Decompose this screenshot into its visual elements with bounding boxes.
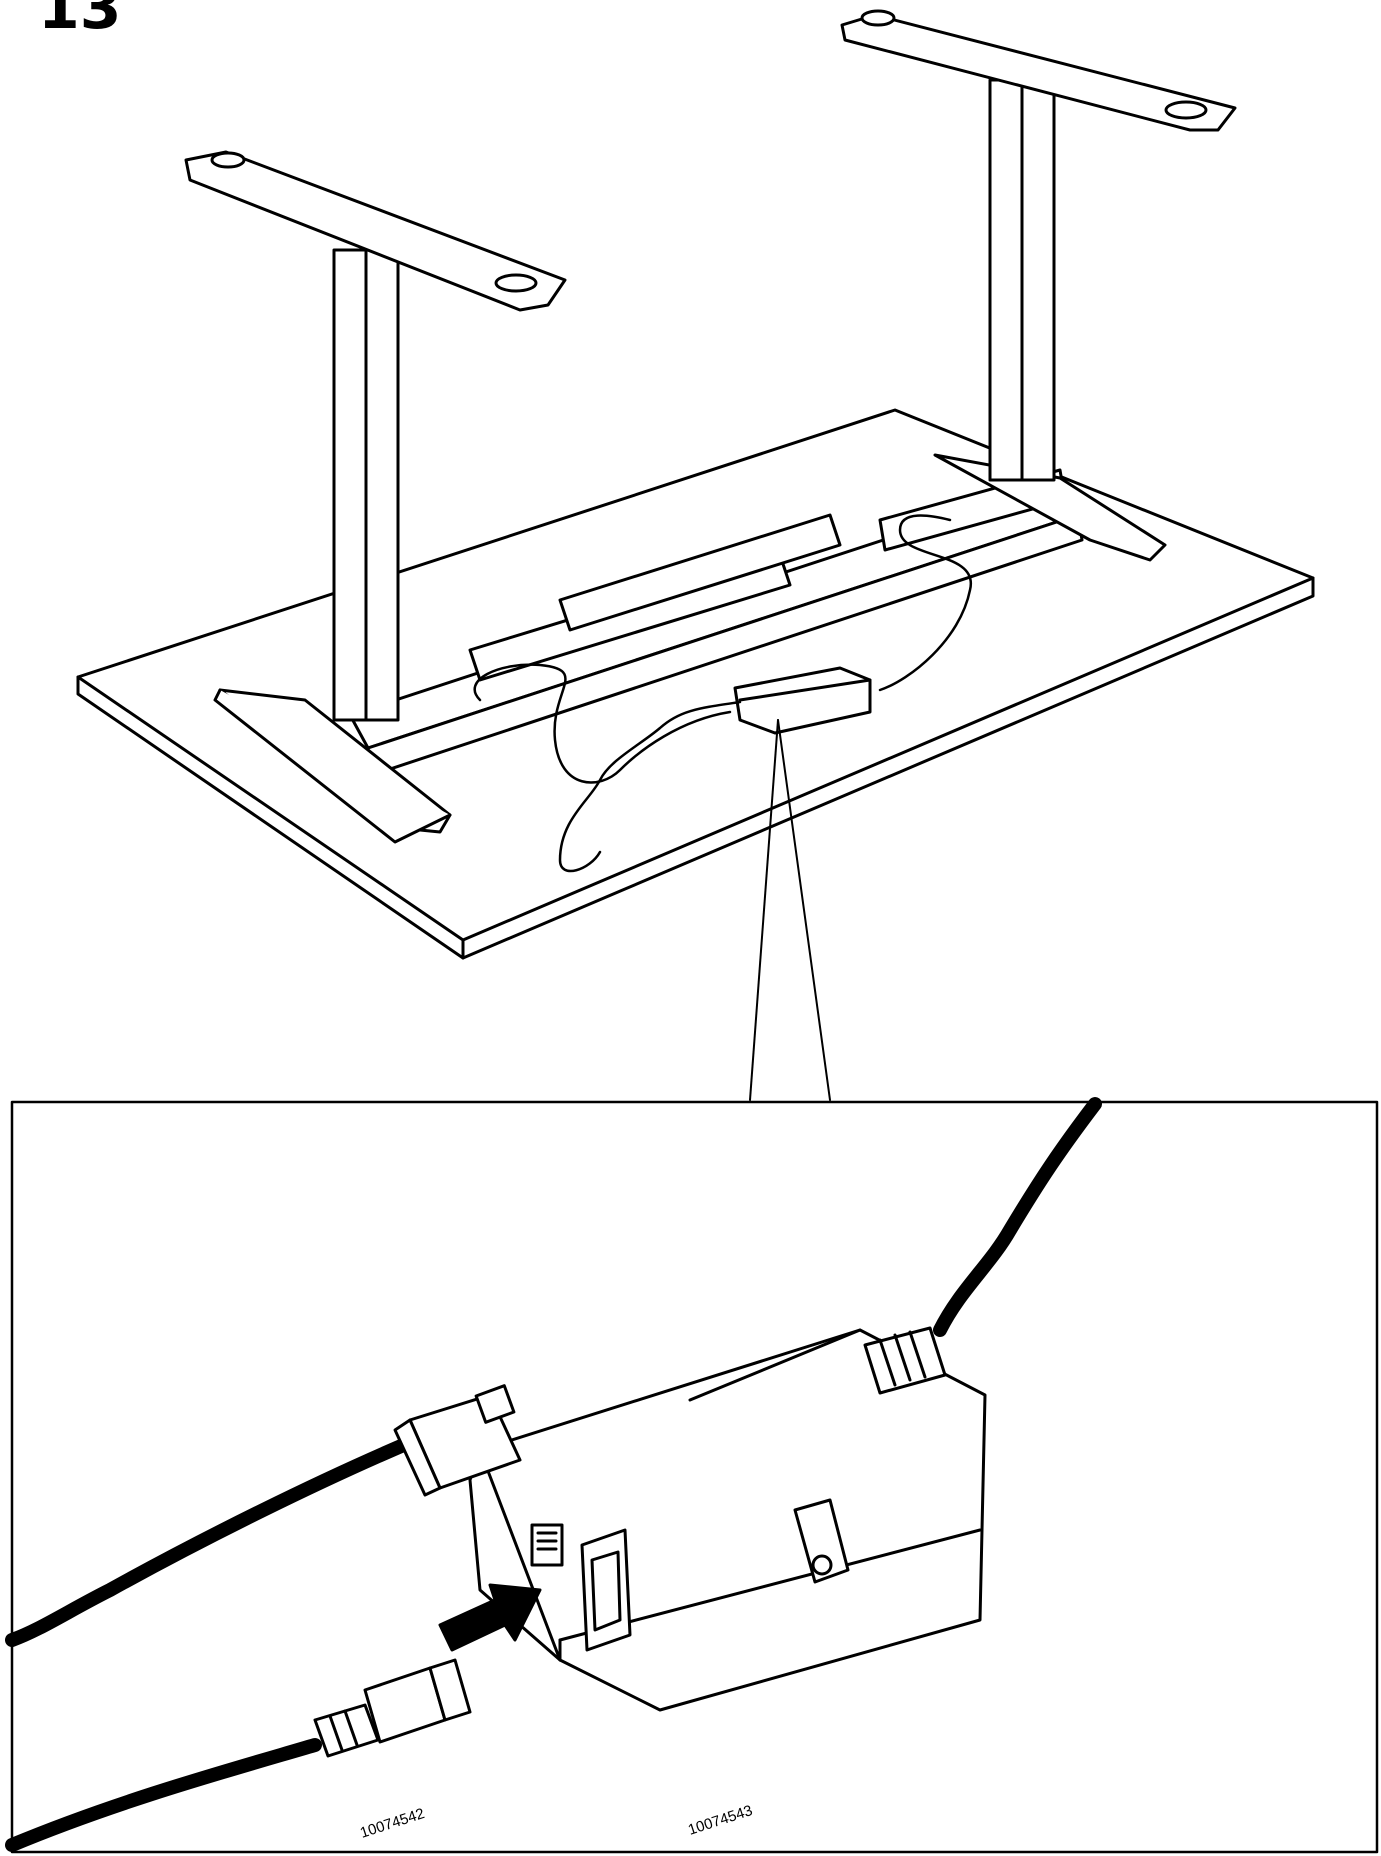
callout-lines bbox=[749, 719, 831, 1101]
step-number: 13 bbox=[38, 0, 122, 43]
power-plug bbox=[863, 1326, 947, 1395]
frame-crossbar bbox=[348, 468, 1084, 777]
power-cord bbox=[933, 1097, 1102, 1337]
right-leg bbox=[840, 9, 1237, 482]
plugged-connector bbox=[393, 1384, 522, 1497]
control-box-small bbox=[733, 666, 872, 735]
loose-cable bbox=[5, 1738, 322, 1852]
insert-arrow-icon bbox=[438, 1583, 542, 1652]
desk-top bbox=[76, 408, 1315, 960]
network-connector bbox=[313, 1658, 472, 1758]
plugged-cable bbox=[5, 1431, 427, 1647]
left-foot bbox=[213, 688, 452, 844]
left-leg bbox=[184, 150, 567, 722]
desk-cables bbox=[473, 514, 973, 873]
